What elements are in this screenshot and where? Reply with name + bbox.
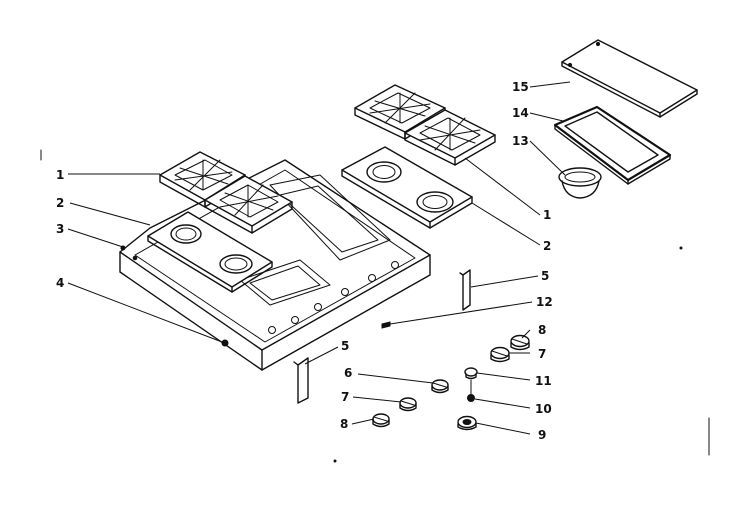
drip-bowl [558,167,602,199]
knob-7-lower [399,397,417,412]
callout-4: 4 [56,276,64,290]
callout-9: 9 [538,428,546,442]
callout-5-lower: 5 [341,339,349,353]
part-11 [464,367,478,380]
side-bracket-front [293,357,309,404]
knob-7-right [490,346,510,363]
callout-7-lower: 7 [341,390,349,404]
frame-hole [341,288,349,296]
callout-14: 14 [512,106,529,120]
callout-10: 10 [535,402,552,416]
frame-hole [368,274,376,282]
callout-8-right: 8 [538,323,546,337]
clip-12 [381,321,391,329]
right-burner-opening-front [416,191,454,213]
callout-1-left: 1 [56,168,64,182]
frame-hole [268,326,276,334]
callout-7-right: 7 [538,347,546,361]
leader-lines [67,81,571,435]
knob-8-lower [372,413,390,428]
side-bracket-right [459,269,471,311]
right-burner-grate-front [404,109,496,166]
left-burner-opening-back [170,224,202,244]
callout-2-left: 2 [56,196,64,210]
callout-13: 13 [512,134,529,148]
callout-12: 12 [536,295,553,309]
callout-2-right: 2 [543,239,551,253]
part-9 [457,415,477,431]
callout-15: 15 [512,80,529,94]
part-10 [467,394,475,402]
callout-5-right: 5 [541,269,549,283]
knob-8-right [510,334,530,351]
callout-11: 11 [535,374,552,388]
right-burner-opening-back [366,161,402,183]
knob-6 [431,379,449,394]
griddle-pan [553,105,672,185]
left-burner-plate [147,211,273,293]
frame-hole [391,261,399,269]
callout-3: 3 [56,222,64,236]
frame-hole [291,316,299,324]
left-burner-opening-front [219,254,253,274]
right-burner-plate [341,146,473,229]
callout-8-lower: 8 [340,417,348,431]
screw-4 [221,339,229,347]
frame-hole [314,303,322,311]
callout-6: 6 [344,366,352,380]
left-burner-grate-front [204,175,293,234]
callout-1-right: 1 [543,208,551,222]
griddle-cover [561,39,698,118]
